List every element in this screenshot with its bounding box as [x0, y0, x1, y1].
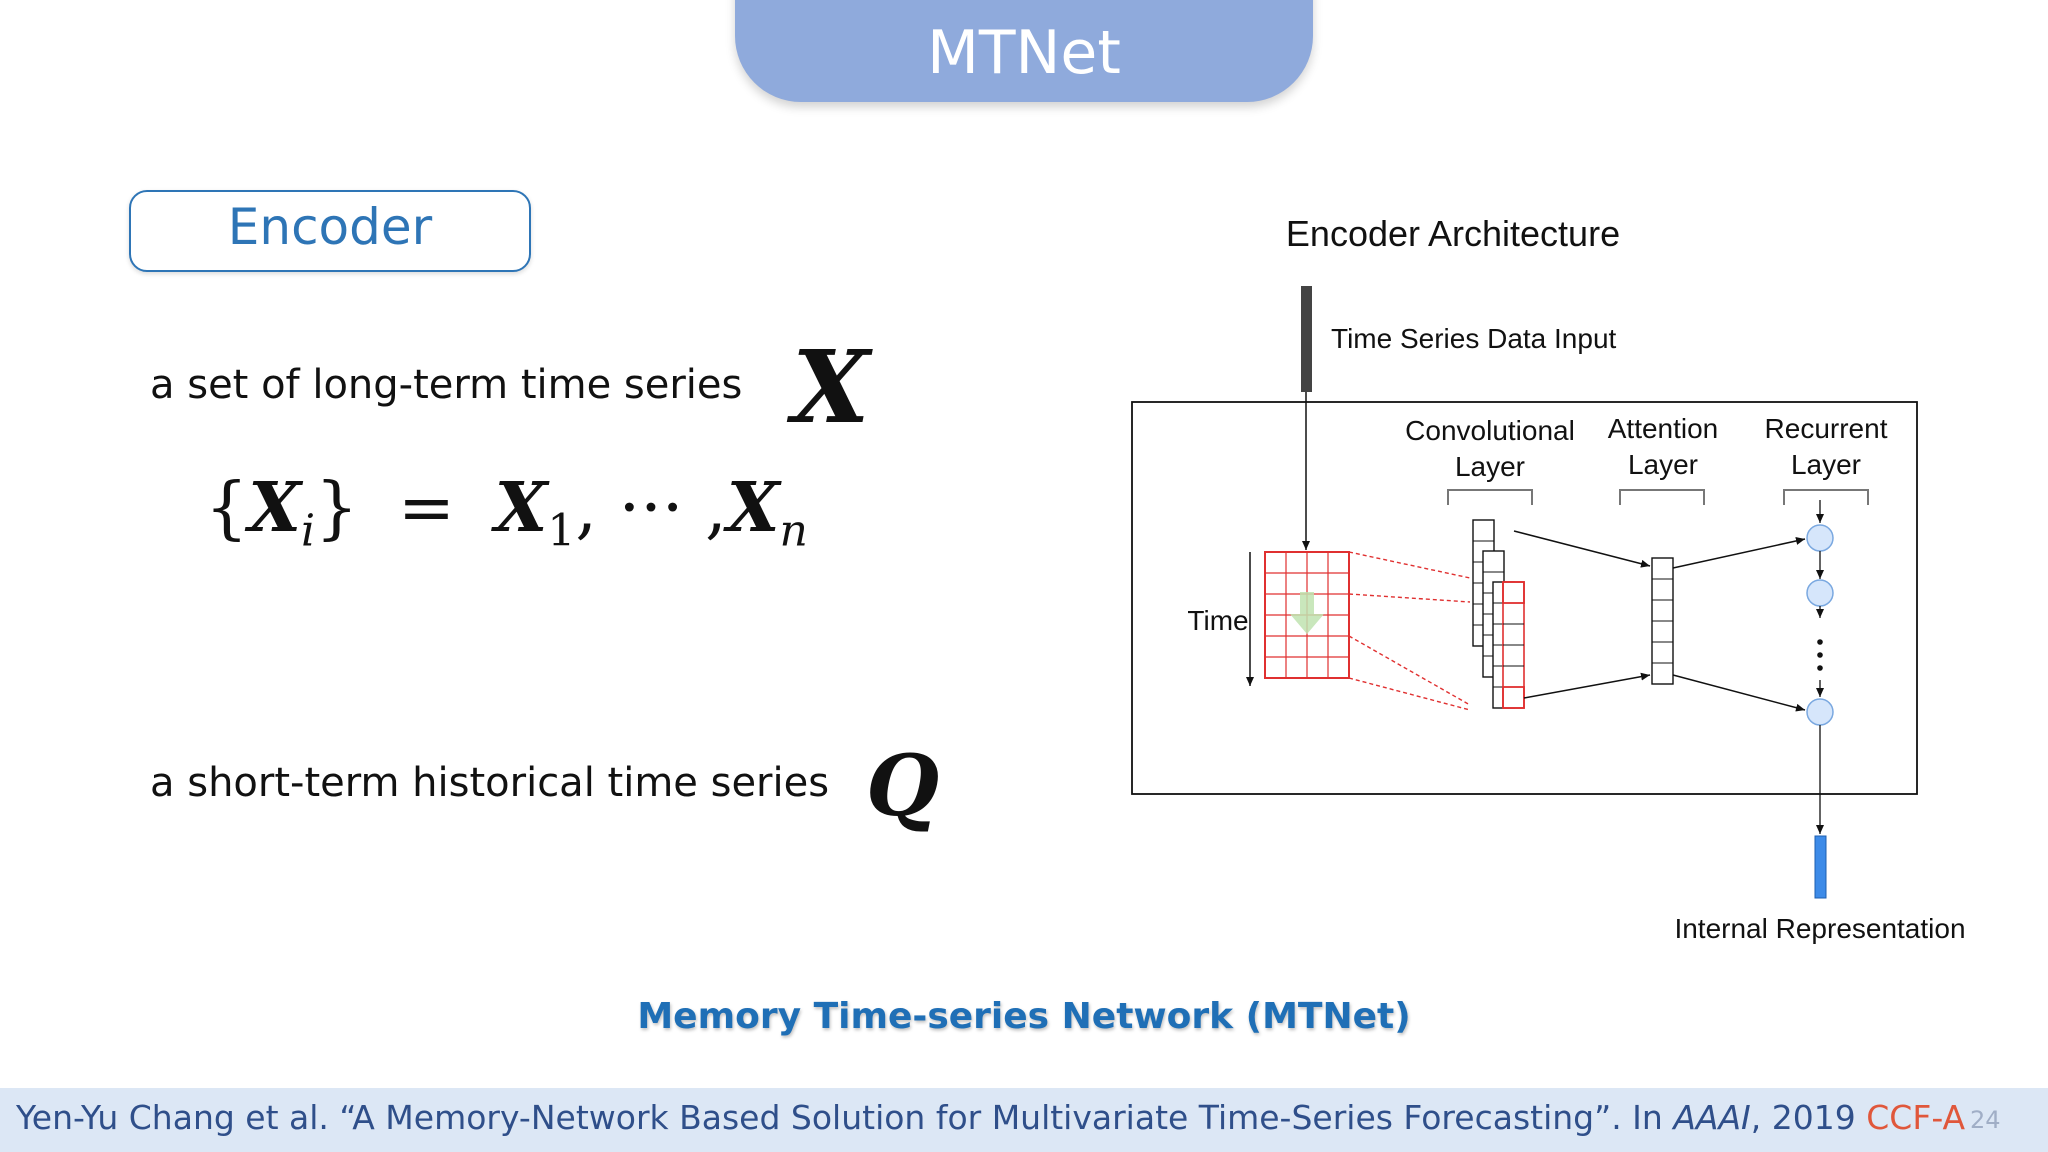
output-bar	[1814, 835, 1827, 899]
conv-to-attn-arrow	[1513, 530, 1651, 568]
conv-cell-highlight	[1502, 581, 1525, 604]
long-term-text: a set of long-term time series	[150, 362, 743, 408]
equation-eq: =	[398, 469, 455, 548]
conv-link	[1348, 551, 1471, 579]
page-number: 24	[1970, 1106, 2001, 1134]
equation-lbrace: {	[205, 469, 249, 548]
conv-stack	[1472, 519, 1525, 709]
caption: Memory Time-series Network (MTNet)	[637, 996, 1411, 1037]
equation-sub-i: i	[301, 505, 316, 557]
diagram-title: Encoder Architecture	[1286, 213, 1620, 254]
attention-column	[1651, 557, 1674, 685]
citation-year: , 2019	[1750, 1098, 1856, 1137]
conv-label-line2: Layer	[1455, 451, 1525, 482]
conv-link	[1348, 593, 1471, 603]
equation-sub-n: n	[779, 505, 808, 557]
time-label: Time	[1187, 605, 1248, 636]
footer-citation: Yen-Yu Chang et al. “A Memory-Network Ba…	[16, 1098, 1965, 1137]
rec-node	[1806, 524, 1834, 552]
rec-label-line1: Recurrent	[1765, 413, 1888, 444]
ccf-rank-badge: CCF-A	[1866, 1098, 1966, 1137]
citation-text: Yen-Yu Chang et al. “A Memory-Network Ba…	[16, 1098, 1663, 1137]
short-term-symbol: Q	[866, 736, 940, 835]
input-grid	[1264, 551, 1350, 679]
citation-venue: AAAI	[1673, 1098, 1751, 1137]
equation-dots: , ··· ,	[575, 469, 727, 548]
attn-to-rec-arrow	[1672, 537, 1806, 569]
section-box	[129, 190, 531, 272]
attn-label-line1: Attention	[1608, 413, 1719, 444]
input-label: Time Series Data Input	[1331, 323, 1617, 354]
conv-label-line1: Convolutional	[1405, 415, 1575, 446]
equation-x1: X	[494, 468, 548, 548]
down-arrow-icon	[1290, 592, 1324, 634]
footer-bar	[0, 1088, 2048, 1152]
rec-node	[1806, 579, 1834, 607]
conv-link	[1348, 677, 1471, 711]
rec-node	[1806, 698, 1834, 726]
encoder-box	[1131, 401, 1918, 795]
equation-sub-1: 1	[547, 505, 576, 557]
rec-label-line2: Layer	[1791, 449, 1861, 480]
output-label: Internal Representation	[1674, 913, 1965, 944]
attn-to-rec-arrow	[1672, 674, 1806, 712]
short-term-text: a short-term historical time series	[150, 760, 830, 806]
conv-bracket	[1447, 489, 1533, 505]
section-label: Encoder	[227, 198, 433, 256]
rec-bracket	[1783, 489, 1869, 505]
ellipsis-dot	[1817, 652, 1823, 658]
equation-xn: X	[726, 468, 780, 548]
equation-rbrace: }	[315, 469, 359, 548]
ellipsis-dot	[1817, 665, 1823, 671]
input-bar	[1301, 286, 1312, 392]
title-tab	[735, 0, 1313, 102]
equation: {Xi} = X1, ··· ,Xn	[205, 468, 808, 557]
ellipsis-dot	[1817, 639, 1823, 645]
attn-label-line2: Layer	[1628, 449, 1698, 480]
conv-to-attn-arrow	[1523, 672, 1651, 699]
conv-link	[1348, 635, 1471, 706]
equation-x: X	[248, 468, 302, 548]
slide-title: MTNet	[927, 18, 1121, 88]
attn-bracket	[1619, 489, 1705, 505]
encoder-architecture-diagram: Encoder Architecture Time Series Data In…	[1131, 213, 1966, 944]
long-term-symbol: X	[792, 328, 870, 446]
